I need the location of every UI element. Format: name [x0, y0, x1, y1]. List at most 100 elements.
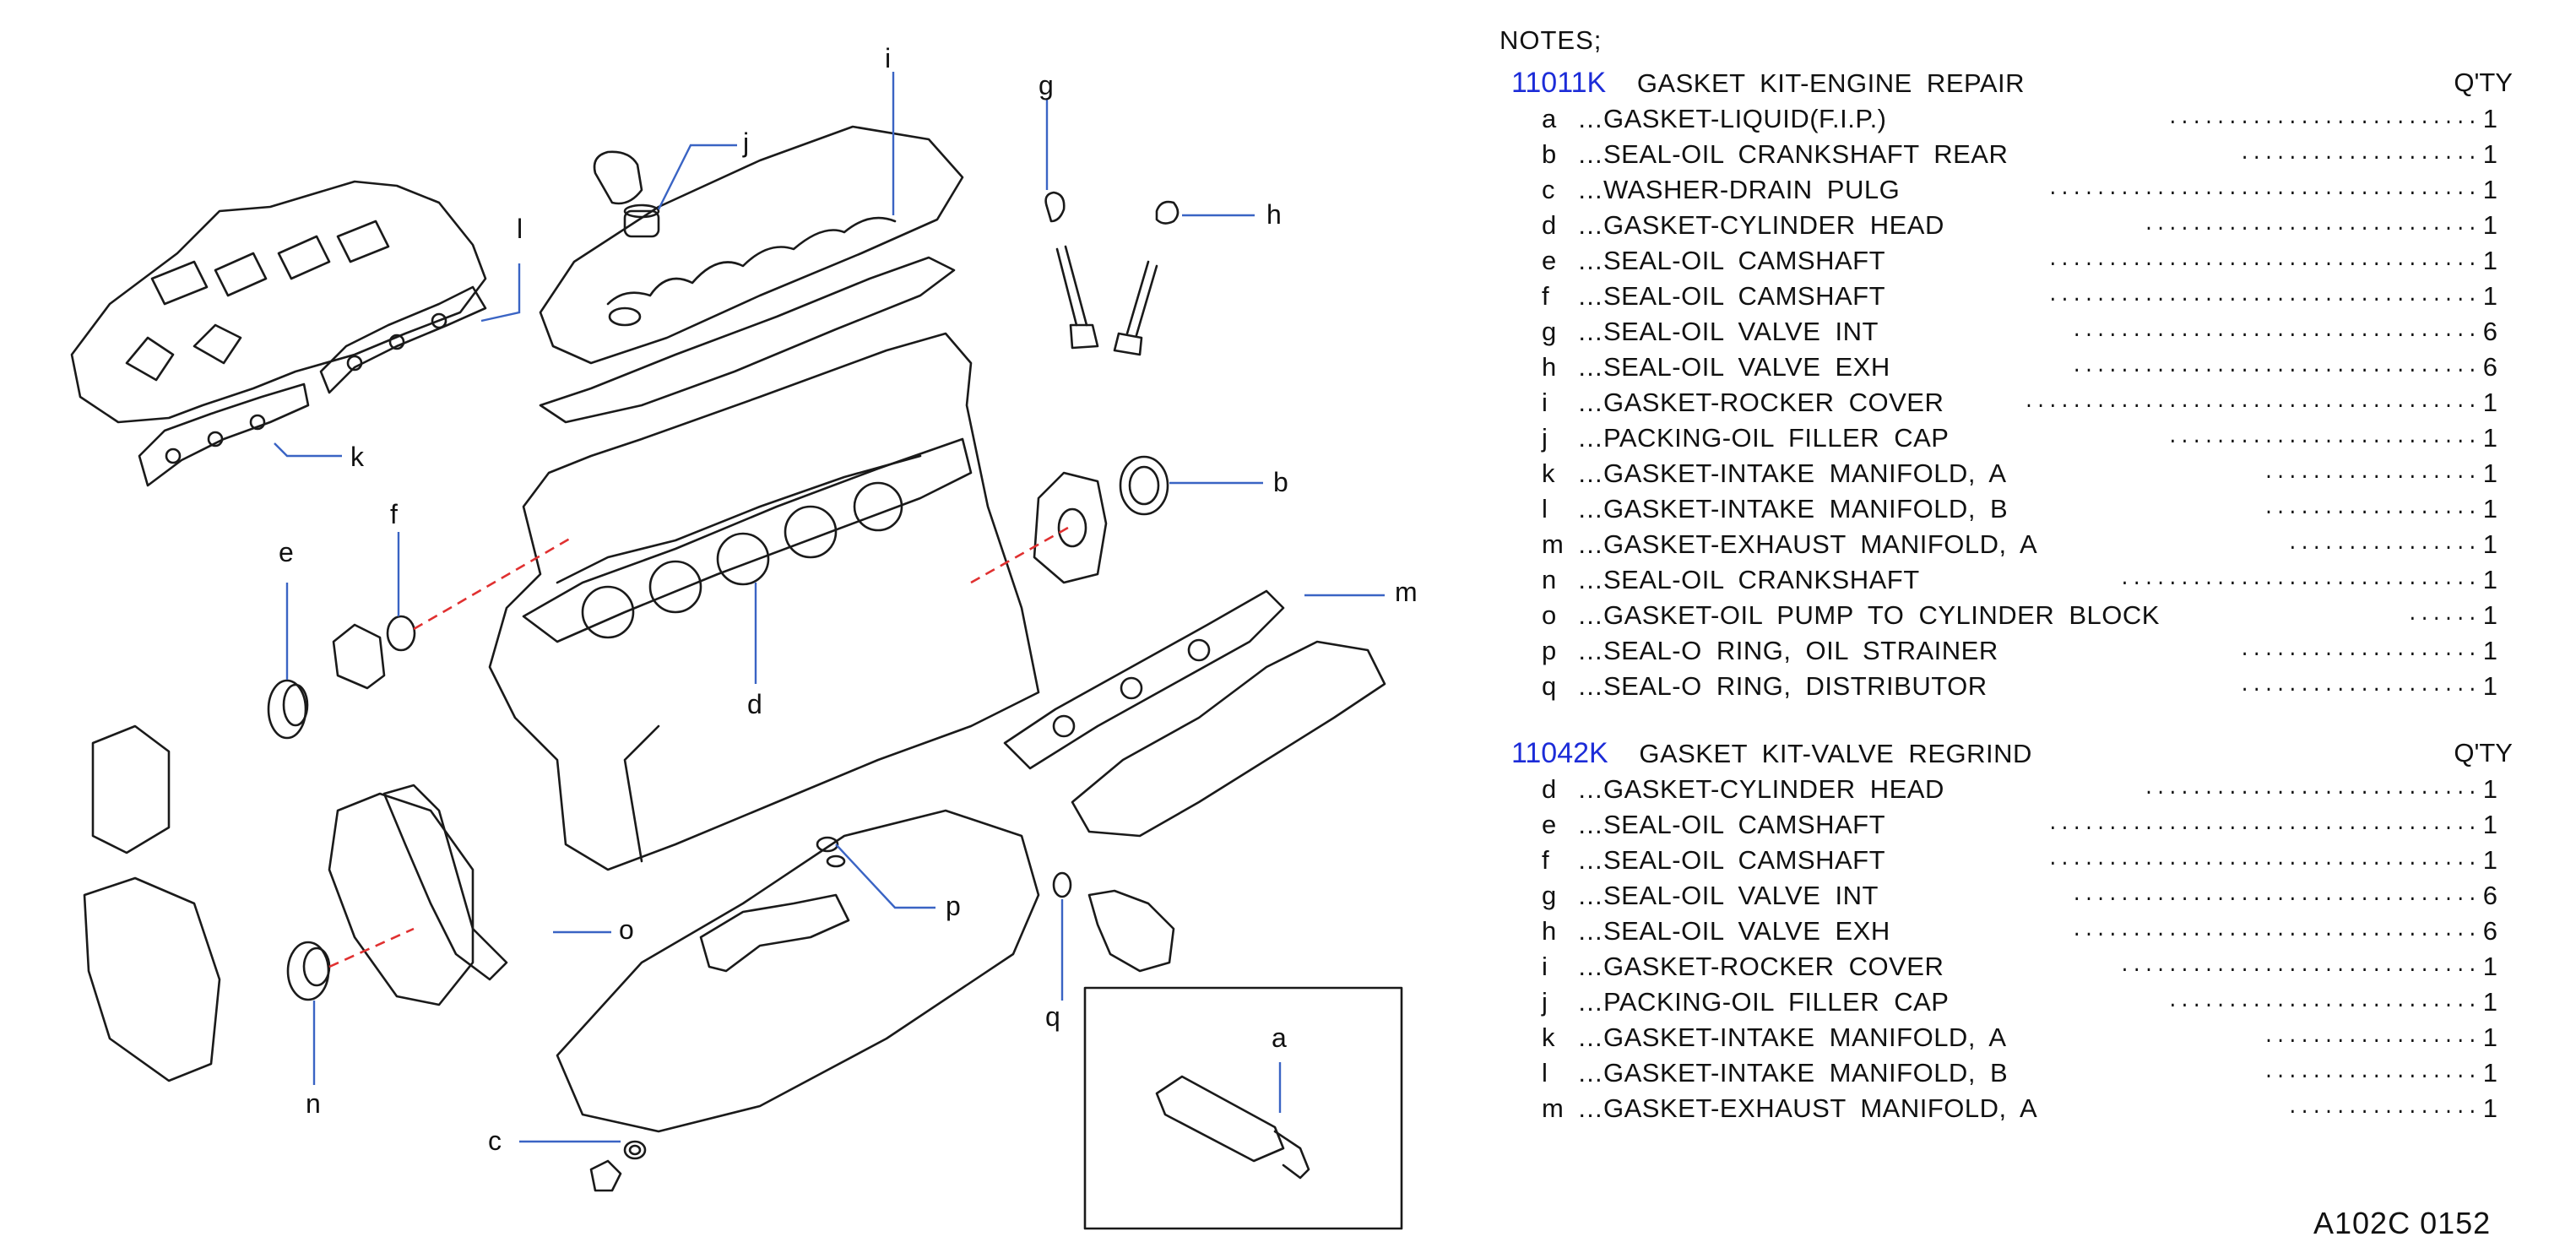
item-ellipsis: … — [1577, 494, 1603, 523]
kit-item-row: k…GASKET-INTAKE MANIFOLD, A.............… — [1500, 456, 2513, 491]
item-ellipsis: … — [1577, 246, 1603, 275]
item-name: SEAL-OIL CAMSHAFT — [1603, 246, 1886, 275]
item-name: PACKING-OIL FILLER CAP — [1603, 423, 1950, 453]
item-ellipsis: … — [1577, 1093, 1603, 1123]
item-name: PACKING-OIL FILLER CAP — [1603, 987, 1950, 1017]
item-ellipsis: … — [1577, 671, 1603, 701]
notes-panel: NOTES; 11011K GASKET KIT-ENGINE REPAIR Q… — [1500, 20, 2513, 1126]
item-letter: h — [1542, 352, 1557, 382]
kit-item-row: m…GASKET-EXHAUST MANIFOLD, A............… — [1500, 1091, 2513, 1126]
item-ellipsis: … — [1577, 987, 1603, 1017]
item-qty: 1 — [2482, 600, 2497, 630]
rocker-cover-drawing — [539, 125, 964, 365]
item-ellipsis: … — [1577, 636, 1603, 665]
item-letter: f — [1542, 845, 1549, 875]
item-name: SEAL-O RING, OIL STRAINER — [1603, 636, 1998, 665]
item-ellipsis: … — [1577, 139, 1603, 169]
item-ellipsis: … — [1577, 916, 1603, 946]
kit-item-row: e…SEAL-OIL CAMSHAFT.....................… — [1500, 807, 2513, 843]
item-dot-leader: .................. — [2263, 1027, 2479, 1048]
item-dot-leader: ...... — [2406, 605, 2479, 626]
item-ellipsis: … — [1577, 881, 1603, 910]
item-letter: o — [1542, 600, 1557, 630]
item-ellipsis: … — [1577, 281, 1603, 311]
kit-code[interactable]: 11042K — [1511, 737, 1608, 769]
exhaust-manifold-drawing — [1071, 640, 1386, 838]
distributor-oring-drawing — [1052, 871, 1072, 898]
kit-item-row: l…GASKET-INTAKE MANIFOLD, B.............… — [1500, 1055, 2513, 1091]
item-qty: 6 — [2482, 916, 2497, 946]
callout-n: n — [306, 1088, 321, 1119]
kit-item-row: p …SEAL-O RING, OIL STRAINER.............… — [1500, 633, 2513, 669]
item-name: SEAL-OIL VALVE EXH — [1603, 352, 1890, 382]
item-ellipsis: … — [1577, 352, 1603, 382]
item-letter: g — [1542, 317, 1557, 346]
oil-filler-cap-drawing — [593, 150, 660, 238]
item-dot-leader: .................... — [2238, 640, 2479, 661]
rear-seal-retainer-drawing — [1033, 471, 1108, 584]
camshaft-seal-f-drawing — [386, 615, 416, 652]
kit-item-row: j…PACKING-OIL FILLER CAP................… — [1500, 420, 2513, 456]
cam-sprocket-plate-drawing — [332, 623, 386, 690]
kit-item-row: k…GASKET-INTAKE MANIFOLD, A.............… — [1500, 1020, 2513, 1055]
callout-o: o — [619, 914, 634, 945]
item-name: WASHER-DRAIN PULG — [1603, 175, 1901, 204]
item-letter: g — [1542, 881, 1557, 910]
item-qty: 1 — [2482, 458, 2497, 488]
item-qty: 1 — [2482, 423, 2497, 453]
kit-item-row: g…SEAL-OIL VALVE INT....................… — [1500, 878, 2513, 914]
oil-pump-gasket-drawing — [382, 784, 508, 981]
item-letter: l — [1542, 1058, 1548, 1088]
kit-item-list: d…GASKET-CYLINDER HEAD..................… — [1500, 772, 2513, 1126]
callout-k: k — [350, 442, 365, 472]
callout-leader-lines — [274, 72, 1385, 1143]
item-qty: 6 — [2482, 317, 2497, 346]
timing-cover-upper-drawing — [91, 724, 171, 854]
drain-plug-washer-drawing — [623, 1140, 647, 1160]
item-letter: b — [1542, 139, 1557, 169]
item-qty: 1 — [2482, 210, 2497, 240]
kit-item-row: a…GASKET-LIQUID(F.I.P.).................… — [1500, 101, 2513, 137]
item-ellipsis: … — [1577, 600, 1603, 630]
callout-j: j — [742, 127, 749, 158]
item-ellipsis: … — [1577, 388, 1603, 417]
callout-a: a — [1272, 1022, 1287, 1053]
callout-d: d — [747, 689, 762, 719]
callout-f: f — [390, 499, 398, 529]
item-letter: p — [1542, 636, 1557, 665]
item-name: GASKET-CYLINDER HEAD — [1603, 210, 1944, 240]
crankshaft-rear-seal-drawing — [1119, 455, 1169, 516]
item-dot-leader: .................................... — [2047, 814, 2479, 835]
item-dot-leader: .............................. — [2118, 569, 2479, 590]
item-name: GASKET-LIQUID(F.I.P.) — [1603, 104, 1887, 133]
kit-item-row: d…GASKET-CYLINDER HEAD..................… — [1500, 772, 2513, 807]
cylinder-head-gasket-drawing — [522, 437, 973, 643]
item-qty: 1 — [2482, 494, 2497, 523]
rocker-cover-gasket-drawing — [539, 256, 956, 424]
kit-item-row: h…SEAL-OIL VALVE EXH....................… — [1500, 350, 2513, 385]
kit-item-row: h…SEAL-OIL VALVE EXH....................… — [1500, 914, 2513, 949]
item-name: SEAL-OIL CAMSHAFT — [1603, 845, 1886, 875]
item-qty: 1 — [2482, 281, 2497, 311]
item-letter: a — [1542, 104, 1557, 133]
item-name: GASKET-ROCKER COVER — [1603, 388, 1944, 417]
item-dot-leader: ................ — [2286, 534, 2479, 555]
item-name: GASKET-INTAKE MANIFOLD, B — [1603, 494, 2009, 523]
item-letter: j — [1542, 987, 1548, 1017]
item-name: GASKET-INTAKE MANIFOLD, A — [1603, 1022, 2007, 1052]
callout-i: i — [885, 43, 891, 73]
item-ellipsis: … — [1577, 458, 1603, 488]
item-qty: 1 — [2482, 565, 2497, 594]
oil-strainer-drawing — [699, 836, 850, 973]
callout-q: q — [1045, 1001, 1060, 1032]
item-ellipsis: … — [1577, 423, 1603, 453]
item-dot-leader: ............................ — [2143, 214, 2479, 236]
item-ellipsis: … — [1577, 774, 1603, 804]
item-dot-leader: .......................... — [2167, 427, 2479, 448]
item-name: SEAL-OIL CAMSHAFT — [1603, 810, 1886, 839]
item-letter: c — [1542, 175, 1555, 204]
kit-code[interactable]: 11011K — [1511, 67, 1607, 99]
callout-p: p — [946, 891, 961, 921]
item-letter: k — [1542, 458, 1555, 488]
notes-title: NOTES; — [1500, 25, 1603, 55]
